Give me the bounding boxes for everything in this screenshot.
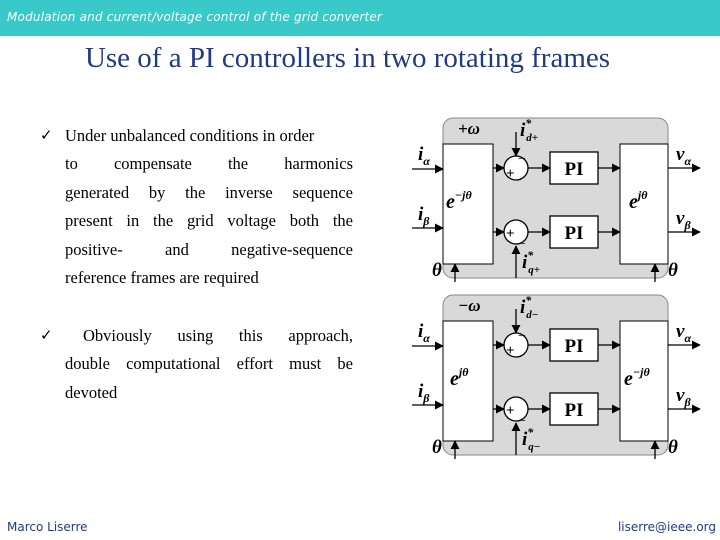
transform-block-right: [619, 320, 669, 442]
transform-right-label: ejθ: [629, 188, 648, 213]
transform-block-left: [442, 320, 494, 442]
slide-title: Use of a PI controllers in two rotating …: [84, 42, 611, 74]
sum2-plus: +: [506, 403, 515, 419]
sum1-plus: +: [506, 343, 515, 359]
sum2-minus: −: [518, 237, 526, 252]
output-v-alpha: vα: [676, 144, 691, 168]
pi-block-1: [549, 151, 599, 185]
ref-iq-plus: i*q+: [522, 248, 540, 276]
sum2-plus: +: [506, 226, 515, 242]
theta-right: θ: [668, 260, 678, 281]
positive-sequence-frame: +ω e−jθ ejθ iα iβ θ i*d+ i*q+ + − + − PI: [412, 116, 701, 282]
theta-left: θ: [432, 260, 442, 281]
bullet-1-line-5: positive- and negative-sequence: [65, 240, 353, 259]
footer-author: Marco Liserre: [7, 520, 88, 534]
pi-control-diagram: +ω e−jθ ejθ iα iβ θ i*d+ i*q+ + − + − PI: [412, 116, 701, 459]
frequency-label: −ω: [458, 296, 481, 315]
pi-block-2: [549, 215, 599, 249]
checkmark-icon: ✓: [40, 126, 53, 144]
pi-block-2-label: PI: [565, 400, 584, 421]
sum1-minus: −: [518, 329, 526, 344]
pi-block-1-label: PI: [565, 336, 584, 357]
bullet-1-line-6: reference frames are required: [65, 268, 259, 287]
sum1-plus: +: [506, 166, 515, 182]
footer-email: liserre@ieee.org: [617, 520, 716, 534]
transform-block-left: [442, 143, 494, 265]
input-i-beta: iβ: [418, 381, 430, 405]
output-v-beta: vβ: [676, 208, 691, 232]
sum1-minus: −: [518, 152, 526, 167]
sum2-minus: −: [518, 414, 526, 429]
bullet-1-line-3: generated by the inverse sequence: [65, 183, 353, 202]
input-i-beta: iβ: [418, 204, 430, 228]
checkmark-icon: ✓: [40, 326, 53, 344]
ref-iq-minus: i*q−: [522, 425, 540, 453]
bullet-1-line-2: to compensate the harmonics: [65, 154, 353, 173]
transform-left-label: e−jθ: [446, 188, 472, 213]
transform-left-label: ejθ: [450, 365, 469, 390]
pi-block-2-label: PI: [565, 223, 584, 244]
bullet-1-line-1: Under unbalanced conditions in order: [65, 126, 315, 145]
pi-block-1-label: PI: [565, 159, 584, 180]
theta-left: θ: [432, 437, 442, 458]
input-i-alpha: iα: [418, 144, 430, 168]
bullet-2-line-2: double computational effort must be: [65, 354, 353, 373]
ref-id-minus: i*d−: [520, 293, 538, 321]
theta-right: θ: [668, 437, 678, 458]
ref-id-plus: i*d+: [520, 116, 538, 144]
header-text: Modulation and current/voltage control o…: [7, 10, 383, 24]
header-bar: [0, 0, 720, 36]
output-v-alpha: vα: [676, 321, 691, 345]
pi-block-1: [549, 328, 599, 362]
bullet-1-line-4: present in the grid voltage both the: [65, 211, 353, 230]
bullet-2-line-1: Obviously using this approach,: [83, 326, 353, 345]
frequency-label: +ω: [458, 119, 480, 138]
transform-right-label: e−jθ: [624, 365, 650, 390]
input-i-alpha: iα: [418, 321, 430, 345]
negative-sequence-frame: −ω ejθ e−jθ iα iβ θ i*d− i*q− + − + − PI…: [412, 293, 701, 459]
output-v-beta: vβ: [676, 385, 691, 409]
bullet-2-line-3: devoted: [65, 383, 118, 402]
transform-block-right: [619, 143, 669, 265]
